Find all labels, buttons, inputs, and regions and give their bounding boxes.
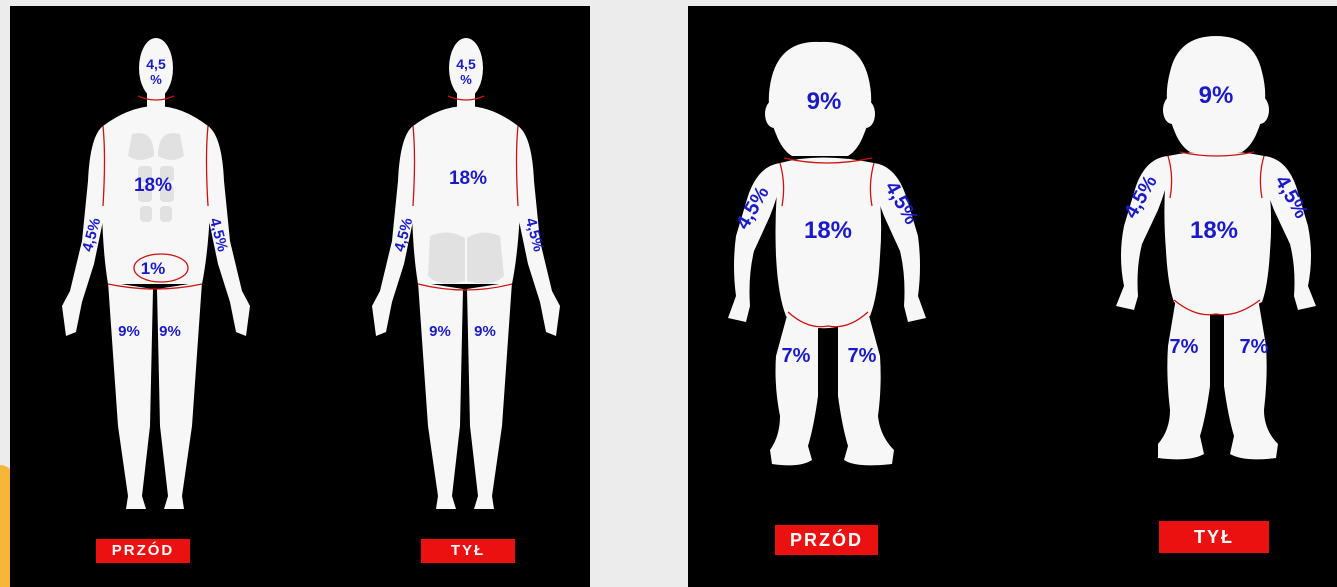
adult-back-head-percent: 4,5	[456, 56, 476, 72]
adult-front-genital-percent: 1%	[141, 259, 166, 278]
child-front-left-leg-percent: 7%	[782, 345, 811, 367]
adult-front-head-unit: %	[150, 72, 162, 87]
adult-front-torso-percent: 18%	[134, 175, 172, 196]
child-back-right-leg-percent: 7%	[1240, 336, 1269, 358]
adult-front-left-arm-percent: 4,5%	[79, 216, 104, 253]
adult-front-head-percent: 4,5	[146, 56, 166, 72]
child-front-torso-percent: 18%	[804, 217, 852, 244]
adult-back-right-leg-percent: 9%	[474, 323, 496, 340]
child-front-label: PRZÓD	[775, 525, 878, 555]
adult-back-left-leg-percent: 9%	[429, 323, 451, 340]
child-figures: 9% 18% 4,5% 4,5% 7% 7% 9% 18% 4,5% 4,5% …	[688, 6, 1337, 587]
adult-front-right-leg-percent: 9%	[159, 323, 181, 340]
adult-figures: 4,5 % 18% 1% 4,5% 4,5% 9% 9% 4,5 % 18% 4…	[10, 6, 590, 587]
child-front-head-percent: 9%	[807, 88, 842, 115]
child-back-left-leg-percent: 7%	[1170, 336, 1199, 358]
child-back-label: TYŁ	[1159, 521, 1269, 553]
adult-back-label: TYŁ	[421, 539, 515, 563]
adult-back-head-unit: %	[460, 72, 472, 87]
child-back-head-percent: 9%	[1199, 82, 1234, 109]
child-front-right-leg-percent: 7%	[848, 345, 877, 367]
child-back-torso-percent: 18%	[1190, 217, 1238, 244]
adult-front-label: PRZÓD	[96, 539, 190, 563]
adult-back-figure	[372, 38, 560, 509]
adult-back-torso-percent: 18%	[449, 168, 487, 189]
adult-rule-of-nines-panel: 4,5 % 18% 1% 4,5% 4,5% 9% 9% 4,5 % 18% 4…	[10, 6, 590, 587]
adult-front-left-leg-percent: 9%	[118, 323, 140, 340]
child-rule-of-nines-panel: 9% 18% 4,5% 4,5% 7% 7% 9% 18% 4,5% 4,5% …	[688, 6, 1337, 587]
